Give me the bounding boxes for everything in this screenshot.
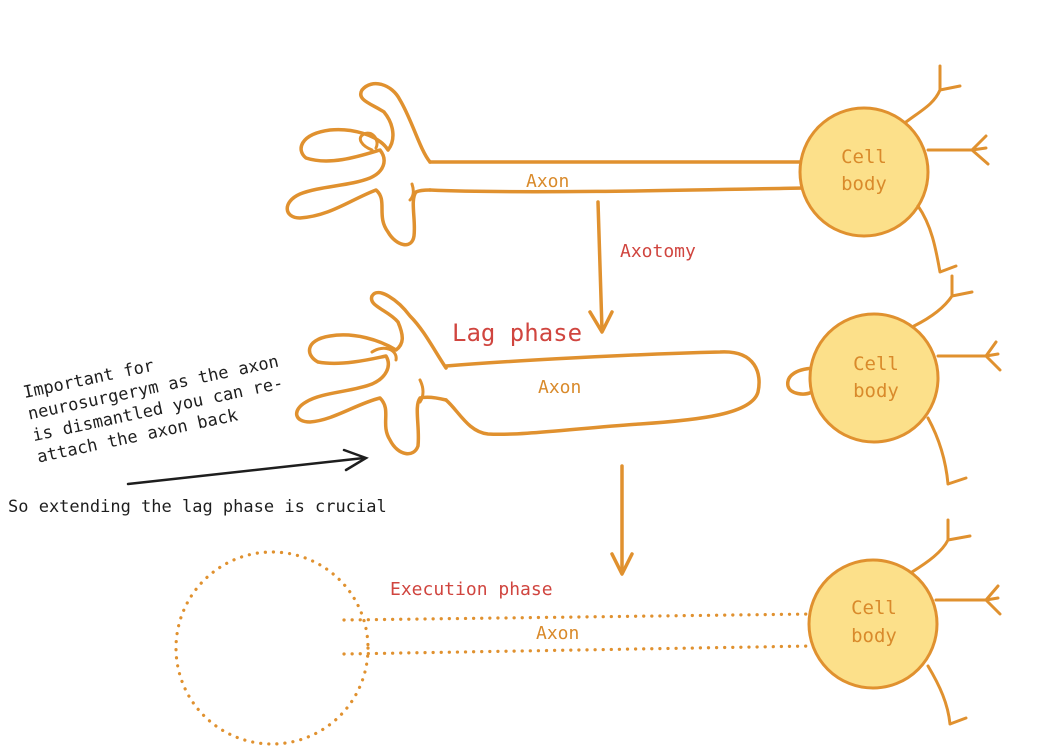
axon-label-top: Axon [526,171,569,192]
axon-label-bottom: Axon [536,623,579,644]
axotomy-arrow: Axotomy [588,200,696,334]
axotomy-label: Axotomy [620,241,696,262]
cell-body-label-2a: Cell [853,353,899,375]
cell-body-label-3a: Cell [851,597,897,619]
cell-body-1 [798,106,930,238]
axon-dotted-upper [342,612,814,622]
execution-arrow [610,464,634,576]
cell-body-label-1a: Cell [841,146,887,168]
neuron-lag-phase: Axon Lag phase Cell body [295,274,1002,486]
axon-shaft-1-lower [428,186,805,194]
degenerated-terminal [174,550,370,746]
dendrites-2 [912,274,1002,486]
axon-label-mid: Axon [538,377,581,398]
axon-terminal-2-detail [370,346,425,404]
cell-body-label-3b: body [851,625,897,647]
axon-terminal-1 [285,81,432,247]
lag-phase-label: Lag phase [452,319,582,347]
pointer-arrow [126,448,369,486]
neuron-execution-phase: Execution phase Axon Cell body [174,518,1002,746]
dendrites-1 [904,64,990,274]
axon-hillock-loop [786,366,820,396]
execution-phase-label: Execution phase [390,579,553,600]
conclusion-text: So extending the lag phase is crucial [8,497,387,517]
axon-terminal-1-detail [358,131,415,202]
cell-body-3 [807,558,939,690]
cell-body-label-1b: body [841,173,887,195]
axon-terminal-2 [295,290,448,456]
cell-body-2 [808,312,940,444]
note-annotation: Important for neurosurgerym as the axon … [22,352,286,468]
axon-swollen [444,350,761,437]
axon-dotted-lower [342,644,814,656]
neuron-intact: Axon Cell body [285,64,990,274]
dendrites-3 [910,518,1002,726]
cell-body-label-2b: body [853,380,899,402]
